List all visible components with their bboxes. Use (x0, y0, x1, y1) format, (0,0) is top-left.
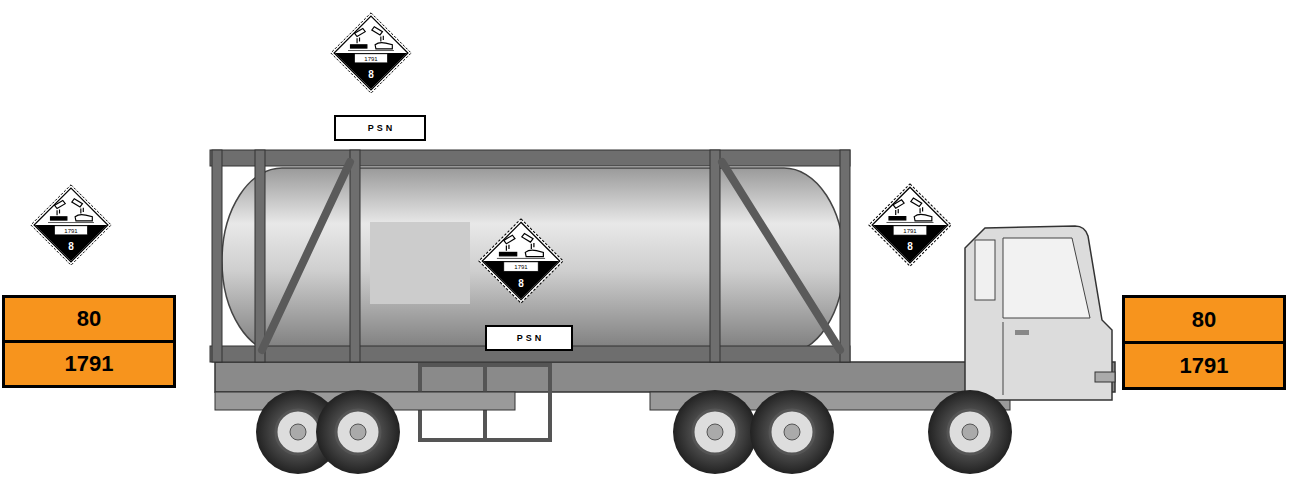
orange-plate: 801791 (1122, 295, 1286, 390)
diamond-outline (868, 183, 952, 267)
hazard-code: 80 (5, 298, 173, 340)
class-number: 8 (868, 242, 952, 252)
un-number: 1791 (5, 340, 173, 385)
psn-box: PSN (485, 325, 573, 351)
diamond-outline (30, 184, 112, 266)
hazard-diamond: 1791 8 (30, 184, 112, 266)
truck-cab (965, 226, 1112, 400)
grey-panel (370, 222, 470, 304)
un-number: 1791 (1125, 341, 1283, 387)
psn-box: PSN (334, 115, 426, 141)
diamond-outline (478, 218, 564, 304)
bumper (1095, 372, 1115, 382)
hazard-diamond: 1791 8 (330, 12, 412, 94)
cab-window (1003, 238, 1090, 318)
diamond-outline (330, 12, 412, 94)
un-number: 1791 (868, 228, 952, 234)
hazard-diamond: 1791 8 (478, 218, 564, 304)
un-number: 1791 (330, 56, 412, 62)
orange-plate: 801791 (2, 295, 176, 388)
tank-frame (210, 150, 850, 362)
hazard-code: 80 (1125, 298, 1283, 341)
class-number: 8 (330, 70, 412, 80)
un-number: 1791 (478, 264, 564, 270)
wheels (256, 390, 1012, 474)
hazard-diamond: 1791 8 (868, 183, 952, 267)
proper-shipping-name: PSN (365, 123, 396, 133)
un-number: 1791 (30, 228, 112, 234)
cab-window (975, 240, 995, 300)
class-number: 8 (30, 242, 112, 252)
tank-body (222, 168, 844, 354)
proper-shipping-name: PSN (514, 333, 545, 343)
class-number: 8 (478, 279, 564, 289)
